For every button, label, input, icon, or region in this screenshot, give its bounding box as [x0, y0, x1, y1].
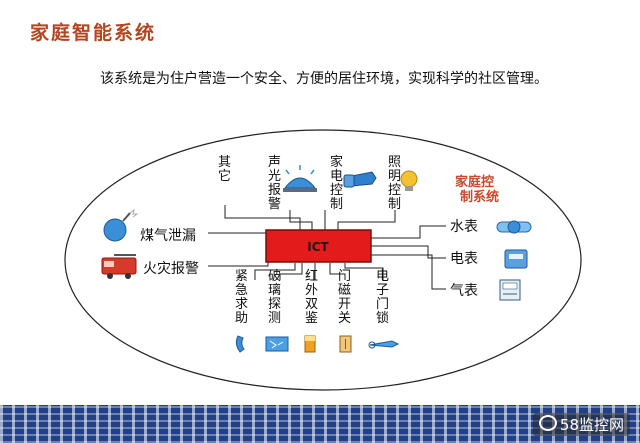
page-title: 家庭智能系统 — [30, 22, 157, 44]
key-lock-icon — [368, 340, 400, 349]
page-subtitle: 该系统是为住户营造一个安全、方便的居住环境，实现科学的社区管理。 — [100, 71, 548, 87]
gas-meter-icon — [499, 279, 521, 301]
wechat-icon — [538, 415, 557, 431]
label-appliance-control: 家电控制 — [330, 154, 343, 212]
label-emergency-help: 紧急求助 — [235, 269, 248, 326]
label-infrared-dual: 红外双鉴 — [305, 268, 318, 326]
label-other: 其它 — [218, 155, 231, 184]
ict-label: ICT — [307, 240, 329, 254]
decorative-footer-border — [0, 405, 640, 443]
label-gas-leak: 煤气泄漏 — [140, 228, 196, 244]
infrared-sensor-icon — [304, 335, 316, 353]
watermark: 58监控网 — [532, 413, 630, 436]
label-glass-break-detect: 破璃探测 — [268, 269, 281, 326]
system-label-line2: 制系统 — [460, 189, 499, 205]
label-water-meter: 水表 — [450, 219, 478, 235]
label-electric-meter: 电表 — [450, 251, 478, 267]
remote-hand-icon — [343, 171, 377, 188]
electric-meter-icon — [504, 249, 528, 269]
gas-bomb-icon — [103, 208, 139, 242]
smart-home-diagram: ICT 家庭控 制系统 其它 声光报警 家电控制 照明控制 煤气泄漏 火灾报警 … — [64, 129, 582, 391]
label-gas-meter: 气表 — [450, 283, 478, 299]
glass-break-icon — [265, 336, 289, 352]
light-bulb-icon — [400, 170, 418, 191]
label-door-magnet-switch: 门磁开关 — [338, 269, 351, 326]
label-fire-alarm: 火灾报警 — [143, 260, 199, 277]
connection-lines — [208, 205, 446, 290]
label-electronic-lock: 电子门锁 — [376, 269, 389, 326]
label-lighting-control: 照明控制 — [388, 155, 401, 212]
water-meter-icon — [496, 220, 532, 234]
door-magnet-icon — [339, 335, 352, 353]
system-label-line1: 家庭控 — [455, 174, 494, 190]
watermark-text: 58监控网 — [559, 416, 624, 434]
alarm-light-icon — [283, 165, 317, 192]
phone-icon — [235, 335, 245, 353]
system-boundary-ellipse — [64, 129, 582, 391]
ict-box — [265, 229, 372, 263]
label-sound-light-alarm: 声光报警 — [268, 155, 281, 212]
fire-truck-icon — [101, 254, 137, 279]
